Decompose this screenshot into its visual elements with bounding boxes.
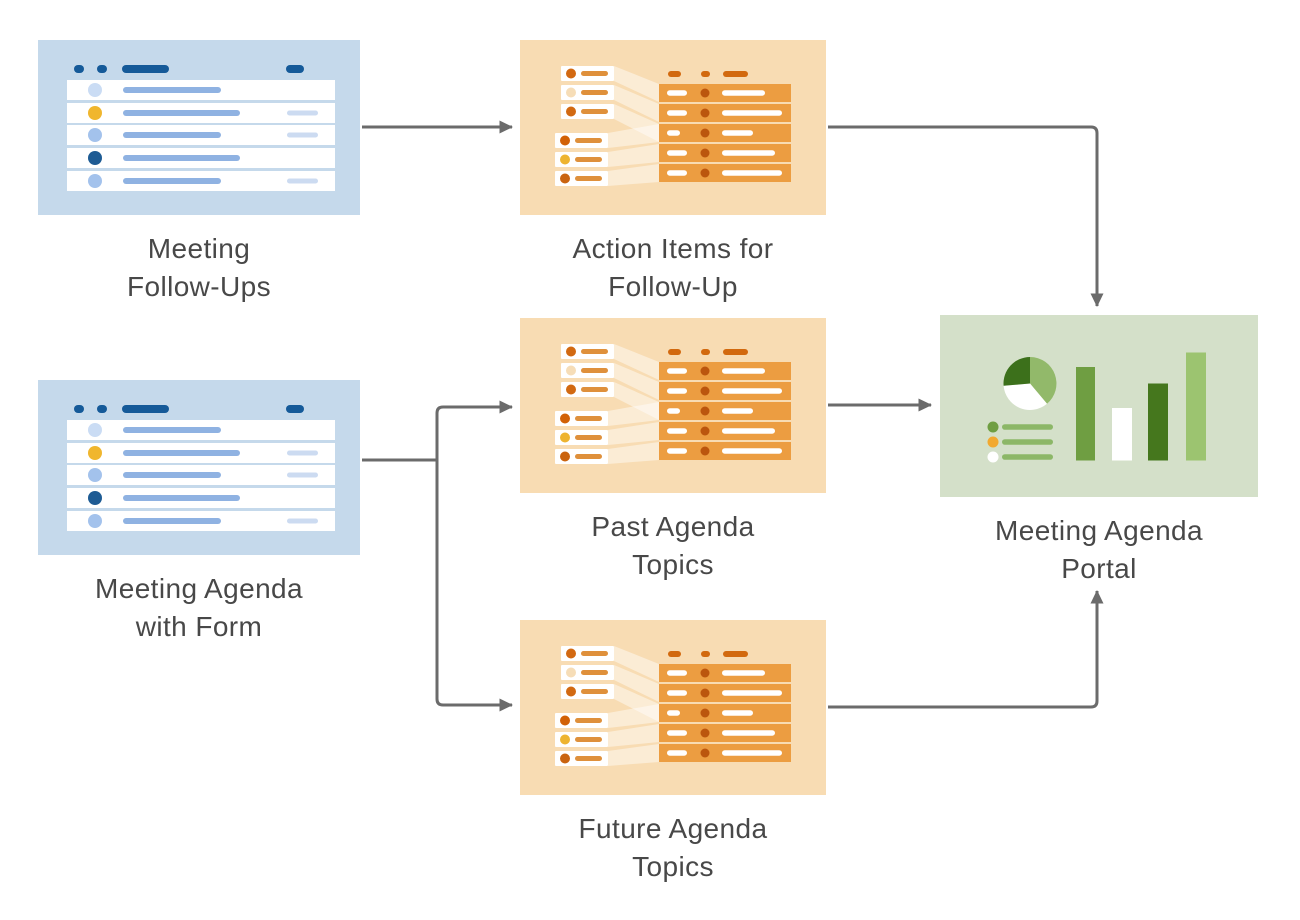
node-future-agenda-topics: Future Agenda Topics bbox=[520, 620, 826, 886]
node-action-items-for-follow-up: Action Items for Follow-Up bbox=[520, 40, 826, 306]
node-meeting-agenda-portal: Meeting Agenda Portal bbox=[940, 315, 1258, 588]
node-meeting-agenda-with-form: Meeting Agenda with Form bbox=[38, 380, 360, 646]
meeting-follow-ups-label: Meeting Follow-Ups bbox=[126, 233, 272, 302]
past-agenda-topics-label: Past Agenda Topics bbox=[591, 511, 755, 580]
past-agenda-topics-card[interactable] bbox=[520, 318, 826, 493]
meeting-agenda-form-card[interactable] bbox=[38, 380, 360, 555]
future-agenda-topics-card[interactable] bbox=[520, 620, 826, 795]
blue-table-list-illustration bbox=[38, 40, 360, 215]
action-items-card[interactable] bbox=[520, 40, 826, 215]
meeting-agenda-portal-label: Meeting Agenda Portal bbox=[995, 515, 1203, 584]
node-past-agenda-topics: Past Agenda Topics bbox=[520, 318, 826, 584]
node-meeting-follow-ups: Meeting Follow-Ups bbox=[38, 40, 360, 306]
blue-table-list-illustration bbox=[38, 380, 360, 555]
green-dashboard-charts-illustration bbox=[940, 315, 1258, 497]
orange-data-mapping-illustration bbox=[520, 318, 826, 493]
orange-data-mapping-illustration bbox=[520, 40, 826, 215]
edge-future-to-portal bbox=[828, 590, 1104, 709]
edge-agenda-form-to-past bbox=[435, 400, 513, 460]
orange-data-mapping-illustration bbox=[520, 620, 826, 795]
edge-action-items-to-portal bbox=[828, 125, 1104, 307]
meeting-agenda-portal-card[interactable] bbox=[940, 315, 1258, 497]
action-items-label: Action Items for Follow-Up bbox=[572, 233, 774, 302]
future-agenda-topics-label: Future Agenda Topics bbox=[578, 813, 768, 882]
meeting-agenda-form-label: Meeting Agenda with Form bbox=[95, 573, 303, 642]
meeting-follow-ups-card[interactable] bbox=[38, 40, 360, 215]
edge-agenda-form-to-future bbox=[435, 460, 513, 712]
